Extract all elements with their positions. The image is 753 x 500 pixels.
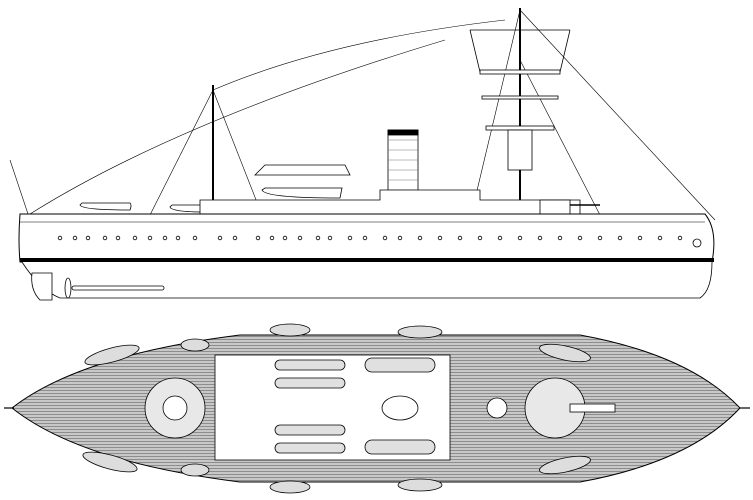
propeller-shaft [71, 285, 165, 291]
rudder [31, 272, 53, 301]
underwater-hull [21, 261, 713, 299]
waterline [20, 258, 714, 262]
side-profile [9, 8, 716, 301]
fighting-top [469, 29, 571, 171]
propeller [64, 277, 72, 299]
superstructure [199, 189, 581, 215]
portholes [57, 235, 683, 241]
anchor-hawse [692, 238, 702, 248]
mast-base [486, 397, 508, 419]
plan-view [4, 323, 750, 494]
rigging [9, 9, 716, 221]
side-boats [82, 323, 591, 494]
funnel-top [381, 395, 419, 421]
deck-boats [274, 357, 436, 455]
